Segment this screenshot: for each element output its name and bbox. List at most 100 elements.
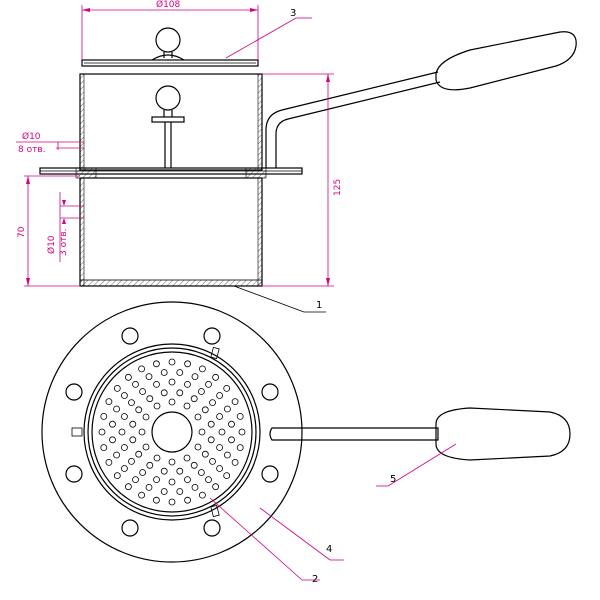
callout-4: 4 bbox=[326, 544, 332, 555]
lid bbox=[81, 27, 259, 67]
perforation-hole bbox=[160, 467, 168, 475]
perforation-hole bbox=[160, 488, 168, 495]
perforation-hole bbox=[124, 373, 132, 381]
perforation-hole bbox=[113, 405, 120, 413]
perforation-hole bbox=[142, 413, 150, 421]
perforation-hole bbox=[183, 402, 191, 410]
perforation-hole bbox=[113, 384, 121, 392]
perforation-hole bbox=[194, 443, 202, 451]
perforation-hole bbox=[194, 413, 202, 421]
perforation-hole bbox=[197, 469, 205, 476]
perforation-hole bbox=[153, 402, 161, 410]
perforation-hole bbox=[209, 399, 216, 407]
perforation-hole bbox=[191, 483, 199, 491]
perforation-hole bbox=[139, 469, 147, 476]
perforation-hole bbox=[236, 412, 244, 420]
perforation-hole bbox=[201, 450, 209, 458]
perforation-hole bbox=[176, 389, 184, 397]
perforation-hole bbox=[228, 420, 235, 428]
perforation-hole bbox=[198, 428, 206, 436]
perforation-hole bbox=[128, 457, 135, 465]
perforation-hole bbox=[176, 467, 184, 475]
perforation-hole bbox=[190, 395, 198, 403]
perforation-hole bbox=[135, 406, 143, 414]
lower-body bbox=[79, 177, 263, 287]
dim-hole-lower-diameter: Ø10 bbox=[46, 235, 57, 254]
perforation-hole bbox=[124, 483, 132, 491]
perforation-hole bbox=[98, 428, 106, 436]
side-handle bbox=[265, 31, 577, 168]
perforation-hole bbox=[128, 399, 135, 407]
perforation-hole bbox=[105, 398, 113, 406]
callout-5: 5 bbox=[390, 474, 396, 485]
perforation-hole bbox=[121, 413, 128, 420]
perforation-hole bbox=[231, 398, 239, 406]
flange-outer bbox=[41, 301, 303, 563]
perforation-hole bbox=[121, 465, 128, 472]
perforation-hole bbox=[153, 454, 161, 462]
perforation-holes bbox=[98, 358, 246, 506]
perforation-hole bbox=[198, 491, 206, 499]
perforation-hole bbox=[153, 380, 160, 388]
dim-height-lower: 70 bbox=[17, 226, 27, 238]
perforation-hole bbox=[216, 392, 224, 399]
perforation-hole bbox=[218, 428, 226, 436]
perforation-hole bbox=[168, 358, 176, 366]
perforation-hole bbox=[209, 457, 216, 465]
perforation-hole bbox=[152, 496, 160, 504]
perforation-hole bbox=[176, 488, 184, 495]
perforation-hole bbox=[113, 472, 121, 480]
perforation-hole bbox=[118, 428, 126, 436]
perforation-hole bbox=[135, 450, 143, 458]
side-view: Ø108 125 70 Ø10 8 отв. Ø10 3 отв. 1 3 bbox=[16, 0, 577, 313]
perforation-hole bbox=[184, 496, 192, 504]
perforation-hole bbox=[236, 444, 244, 452]
perforation-hole bbox=[207, 436, 215, 444]
perforation-hole bbox=[142, 443, 150, 451]
perforation-hole bbox=[146, 395, 154, 403]
plan-handle bbox=[269, 407, 571, 461]
perforation-hole bbox=[223, 405, 231, 413]
perforation-hole bbox=[153, 476, 160, 484]
dimension-lines bbox=[16, 5, 334, 313]
perforation-hole bbox=[205, 380, 212, 388]
perforation-hole bbox=[145, 483, 153, 491]
perforation-hole bbox=[176, 369, 184, 376]
perforation-hole bbox=[138, 491, 146, 499]
dim-hole-lower-count: 3 отв. bbox=[59, 228, 69, 256]
perforation-hole bbox=[132, 380, 139, 388]
top-view: 2 4 5 bbox=[41, 301, 571, 585]
dim-hole-upper-count: 8 отв. bbox=[18, 145, 46, 155]
perforation-hole bbox=[121, 444, 128, 451]
perforation-hole bbox=[238, 428, 246, 436]
perforation-hole bbox=[191, 373, 199, 381]
perforation-hole bbox=[216, 465, 224, 472]
perforation-hole bbox=[109, 420, 116, 428]
perforation-hole bbox=[113, 451, 120, 459]
perforation-hole bbox=[160, 389, 168, 397]
perforation-hole bbox=[216, 413, 224, 420]
perforation-hole bbox=[121, 392, 128, 399]
dim-height-total: 125 bbox=[333, 179, 343, 196]
bolt-holes bbox=[65, 327, 279, 537]
perforation-hole bbox=[132, 476, 139, 484]
center-hole bbox=[151, 411, 193, 453]
perforation-hole bbox=[212, 373, 220, 381]
perforation-hole bbox=[201, 406, 209, 414]
perforation-hole bbox=[168, 478, 176, 486]
callout-1: 1 bbox=[316, 300, 322, 311]
perforation-hole bbox=[168, 378, 176, 386]
perforation-hole bbox=[183, 454, 191, 462]
dim-diameter-top: Ø108 bbox=[156, 0, 181, 10]
perforation-hole bbox=[146, 461, 154, 469]
perforation-hole bbox=[184, 380, 191, 388]
perforation-hole bbox=[109, 436, 116, 444]
perforation-hole bbox=[168, 398, 176, 406]
callout-2: 2 bbox=[312, 574, 318, 585]
perforation-hole bbox=[138, 365, 146, 373]
perforation-hole bbox=[212, 483, 220, 491]
upper-body bbox=[79, 73, 263, 171]
perforation-hole bbox=[184, 360, 192, 368]
perforation-hole bbox=[184, 476, 191, 484]
